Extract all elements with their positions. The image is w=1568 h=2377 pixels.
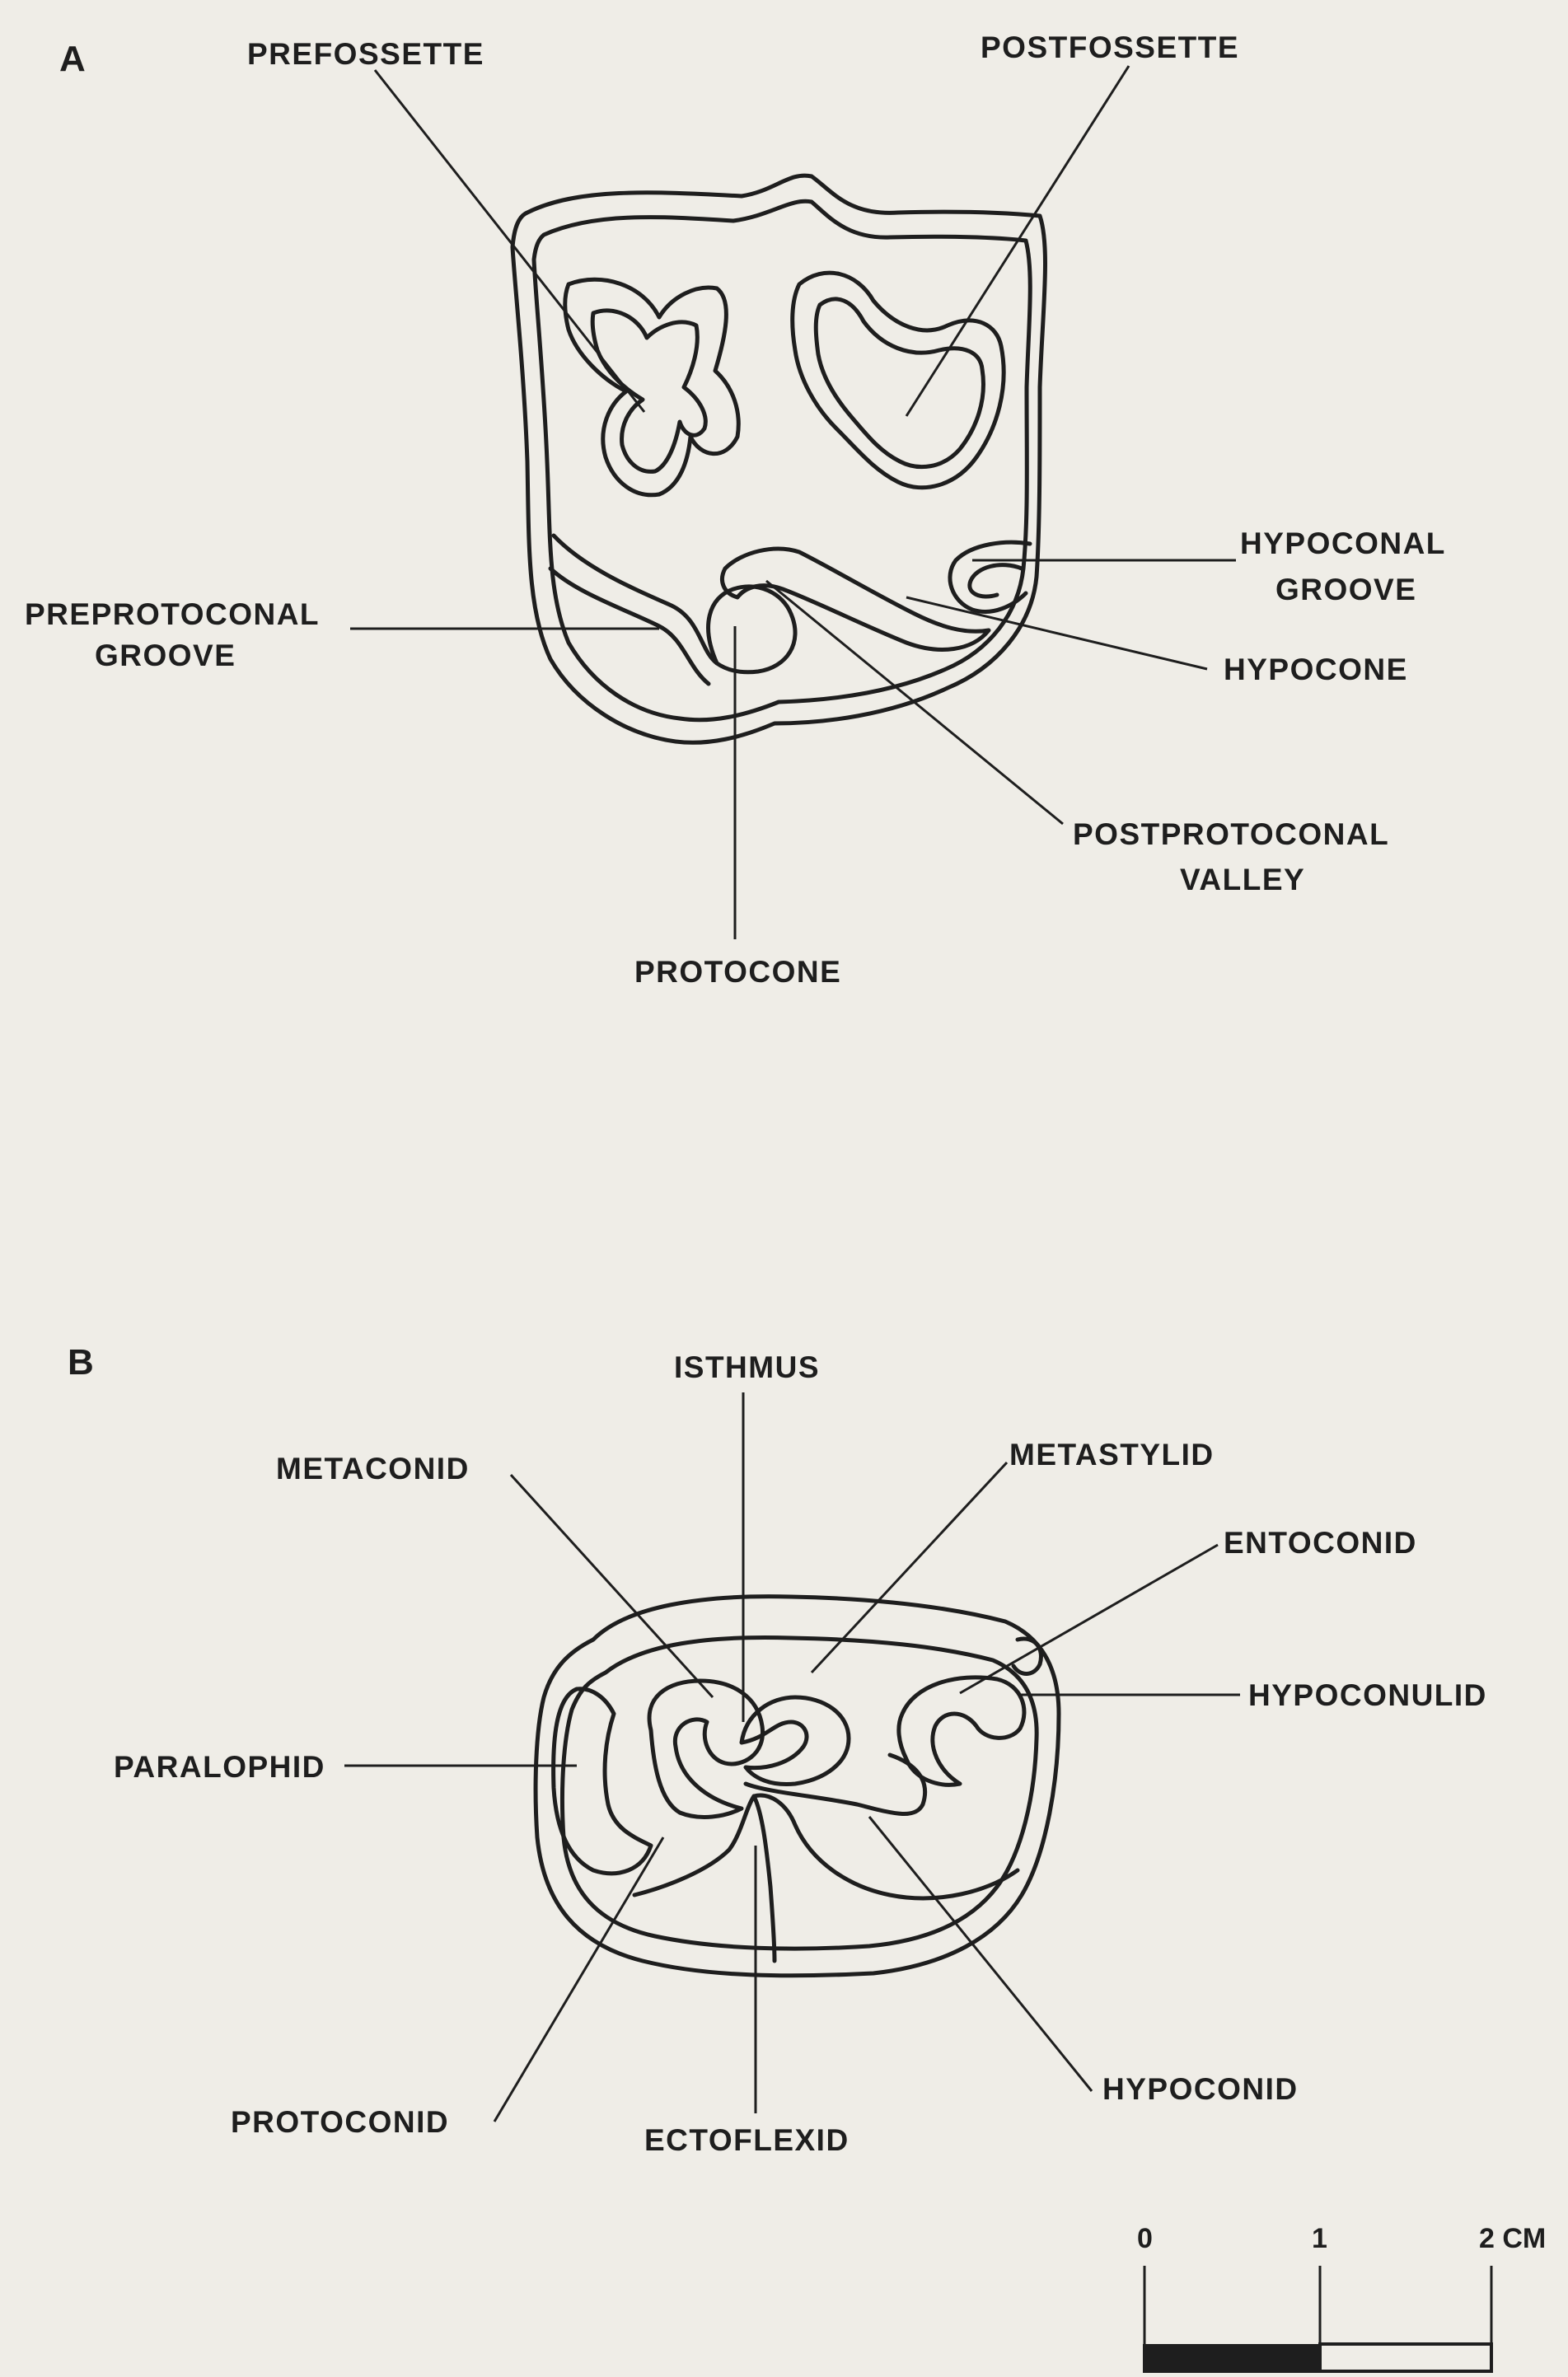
scale-tick-label-1: 1	[1312, 2223, 1327, 2254]
scale-bar-filled-segment	[1143, 2344, 1320, 2373]
label-paralophid: PARALOPHID	[114, 1750, 325, 1784]
label-postprotoconal-valley-line1: POSTPROTOCONAL	[1073, 817, 1389, 851]
scale-bar-empty-segment	[1320, 2344, 1491, 2371]
leader-protoconid	[494, 1837, 663, 2122]
scale-tick-label-2: 2 CM	[1479, 2223, 1546, 2254]
protocone-loop	[709, 587, 795, 672]
leader-metaconid	[511, 1475, 713, 1697]
label-hypoconid: HYPOCONID	[1102, 2072, 1299, 2106]
label-preprotoconal-groove-line2: GROOVE	[95, 639, 236, 672]
label-hypoconulid: HYPOCONULID	[1248, 1678, 1487, 1712]
label-hypocone: HYPOCONE	[1224, 653, 1408, 686]
panel-b: B ISTHMUS METACONID METASTYLID ENTOCONID	[68, 1342, 1487, 2157]
postfossette-shape	[793, 273, 1004, 488]
label-ectoflexid: ECTOFLEXID	[644, 2123, 850, 2157]
panel-a-letter: A	[59, 39, 86, 79]
label-postprotoconal-valley-line2: VALLEY	[1180, 863, 1305, 896]
metaconid-loop	[649, 1681, 762, 1817]
hypoconal-groove-inner	[970, 565, 1022, 597]
leader-hypoconid	[869, 1817, 1092, 2091]
label-isthmus: ISTHMUS	[674, 1350, 820, 1384]
hypoconal-groove-loop	[950, 542, 1030, 611]
label-preprotoconal-groove-line1: PREPROTOCONAL	[25, 597, 320, 631]
leader-hypocone	[906, 597, 1207, 669]
label-protocone: PROTOCONE	[634, 955, 841, 989]
panel-a: A PREFOSSETTE POSTFOSSETTE HYPOCONAL	[25, 30, 1446, 989]
label-entoconid: ENTOCONID	[1224, 1526, 1417, 1560]
label-hypoconal-groove-line1: HYPOCONAL	[1240, 526, 1446, 560]
label-protoconid: PROTOCONID	[231, 2105, 449, 2139]
preprotoconal-fold-inner	[554, 536, 717, 663]
label-prefossette: PREFOSSETTE	[247, 37, 484, 71]
scale-bar: 0 1 2 CM	[1137, 2223, 1546, 2373]
metastylid-loop	[742, 1697, 849, 1785]
hypoconulid-notch	[1013, 1639, 1041, 1673]
leader-prefossette	[375, 70, 644, 412]
leader-postprotoconal-valley	[766, 581, 1063, 824]
leader-postfossette	[906, 66, 1129, 416]
label-metaconid: METACONID	[276, 1452, 470, 1486]
leader-metastylid	[812, 1462, 1007, 1673]
scale-tick-label-0: 0	[1137, 2223, 1153, 2254]
prefossette-shape	[565, 279, 738, 494]
label-hypoconal-groove-line2: GROOVE	[1275, 573, 1416, 606]
label-postfossette: POSTFOSSETTE	[981, 30, 1239, 64]
postprotoconal-valley	[722, 549, 989, 649]
label-metastylid: METASTYLID	[1009, 1438, 1215, 1472]
panel-b-letter: B	[68, 1342, 94, 1383]
